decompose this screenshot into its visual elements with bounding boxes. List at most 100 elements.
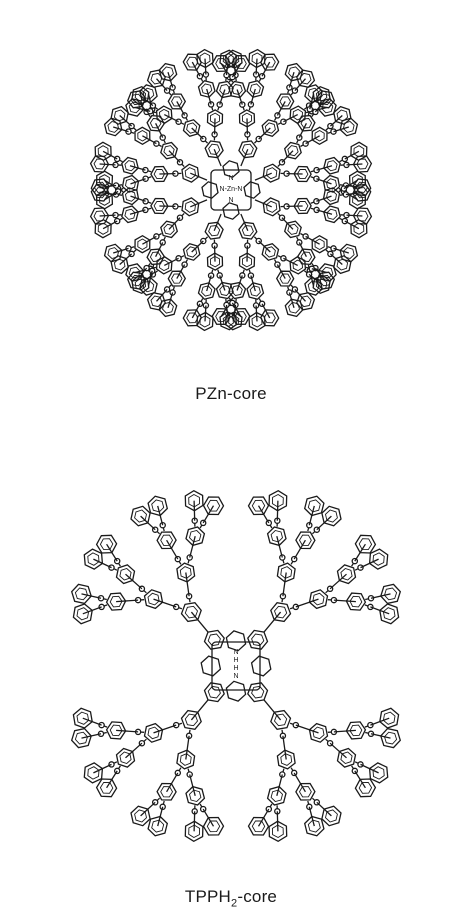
aryl-ring-inner — [249, 83, 261, 95]
aryl-ring-inner — [163, 223, 175, 235]
aryl-ring-inner — [292, 259, 303, 272]
aryl-ring-inner — [124, 208, 136, 220]
bond — [308, 273, 323, 285]
aryl-ring — [206, 252, 224, 271]
pyrrole-ring — [201, 181, 219, 199]
bond — [263, 699, 282, 721]
bond — [189, 536, 196, 558]
benzyl-ring-inner — [188, 493, 201, 508]
benzyl-ring-inner — [356, 158, 369, 170]
benzyl-ring-inner — [150, 72, 163, 85]
oxygen-atom — [292, 721, 300, 729]
bond — [99, 163, 116, 166]
bond — [156, 288, 168, 302]
benzyl-ring — [83, 762, 104, 784]
aryl-ring — [293, 197, 312, 215]
aryl-ring — [181, 197, 200, 217]
pyrrole-ring — [243, 181, 261, 199]
bond — [136, 267, 148, 282]
bond — [293, 539, 306, 560]
benzyl-ring — [202, 816, 225, 836]
bond — [102, 150, 118, 160]
benzyl-ring-inner — [342, 120, 355, 133]
aryl-ring-inner — [125, 190, 136, 202]
aryl-ring-inner — [149, 251, 162, 262]
core-label-h-bottom: H — [233, 665, 238, 672]
bond — [293, 772, 306, 793]
aryl-ring-inner — [300, 118, 313, 129]
benzyl-ring-inner — [352, 174, 363, 187]
aryl-ring-inner — [125, 178, 136, 190]
aryl-ring-inner — [201, 285, 213, 297]
aryl-ring — [115, 747, 136, 768]
bond — [282, 572, 287, 597]
porphyrin-macrocycle — [210, 169, 252, 211]
caption-main: TPPH — [184, 887, 232, 906]
aryl-ring — [105, 721, 127, 740]
benzyl-ring — [110, 105, 129, 126]
benzyl-ring-inner — [321, 266, 334, 279]
meso-phenyl-ring — [247, 629, 269, 650]
bond — [333, 126, 349, 133]
bond — [113, 126, 129, 133]
benzyl-ring-inner — [372, 766, 385, 780]
aryl-ring-inner — [264, 246, 276, 258]
aryl-ring — [181, 163, 200, 183]
benzyl-ring-inner — [199, 315, 211, 328]
aryl-ring-inner — [349, 724, 363, 737]
oxygen-atom — [98, 603, 105, 611]
benzyl-ring-inner — [74, 731, 89, 745]
aryl-ring — [266, 785, 287, 806]
benzyl-ring — [380, 583, 402, 605]
bond — [333, 729, 356, 733]
benzyl-ring-inner — [382, 711, 396, 725]
benzyl-ring — [354, 534, 377, 554]
aryl-ring — [197, 282, 216, 300]
aryl-ring-inner — [186, 122, 198, 134]
benzyl-ring-inner — [134, 809, 147, 823]
aryl-ring-inner — [296, 168, 309, 180]
aryl-ring — [238, 140, 258, 159]
benzyl-ring — [131, 85, 150, 106]
bond — [119, 253, 133, 265]
benzyl-ring — [303, 815, 325, 837]
benzyl-ring-inner — [113, 109, 126, 122]
aryl-ring-inner — [287, 145, 299, 157]
aryl-ring — [283, 141, 302, 160]
aryl-ring — [276, 562, 296, 583]
aryl-ring-inner — [179, 753, 192, 766]
benzyl-ring — [339, 117, 359, 137]
aryl-ring — [121, 205, 139, 224]
meso-phenyl-ring — [247, 682, 269, 703]
benzyl-ring — [196, 48, 214, 69]
benzyl-ring — [284, 298, 304, 318]
aryl-ring — [308, 722, 329, 743]
benzyl-ring-inner — [93, 158, 106, 170]
aryl-ring — [275, 93, 295, 110]
pzn-core-figure: N N-Zn-N N PZn-core — [0, 0, 462, 420]
aryl-ring — [143, 722, 164, 743]
bond — [139, 95, 154, 107]
benzyl-ring — [147, 815, 169, 837]
benzyl-ring-inner — [358, 538, 373, 551]
aryl-ring — [238, 252, 256, 271]
benzyl-ring — [379, 707, 400, 729]
bond — [116, 599, 139, 603]
meso-phenyl-ring-inner — [207, 685, 221, 699]
aryl-ring — [155, 105, 173, 124]
aryl-ring-inner — [188, 529, 202, 543]
aryl-ring — [262, 163, 281, 183]
aryl-ring — [180, 709, 202, 731]
benzyl-ring — [321, 505, 342, 527]
caption-tail: -core — [237, 887, 278, 906]
aryl-ring — [289, 105, 307, 124]
bond — [282, 735, 287, 760]
aryl-ring-inner — [184, 167, 196, 180]
aryl-ring-inner — [241, 143, 254, 155]
benzyl-ring-inner — [128, 101, 141, 114]
aryl-ring — [160, 141, 179, 160]
benzyl-ring-inner — [288, 66, 301, 79]
pyrrole-ring — [222, 160, 240, 178]
bond — [225, 59, 229, 76]
oxygen-atom — [172, 721, 180, 729]
